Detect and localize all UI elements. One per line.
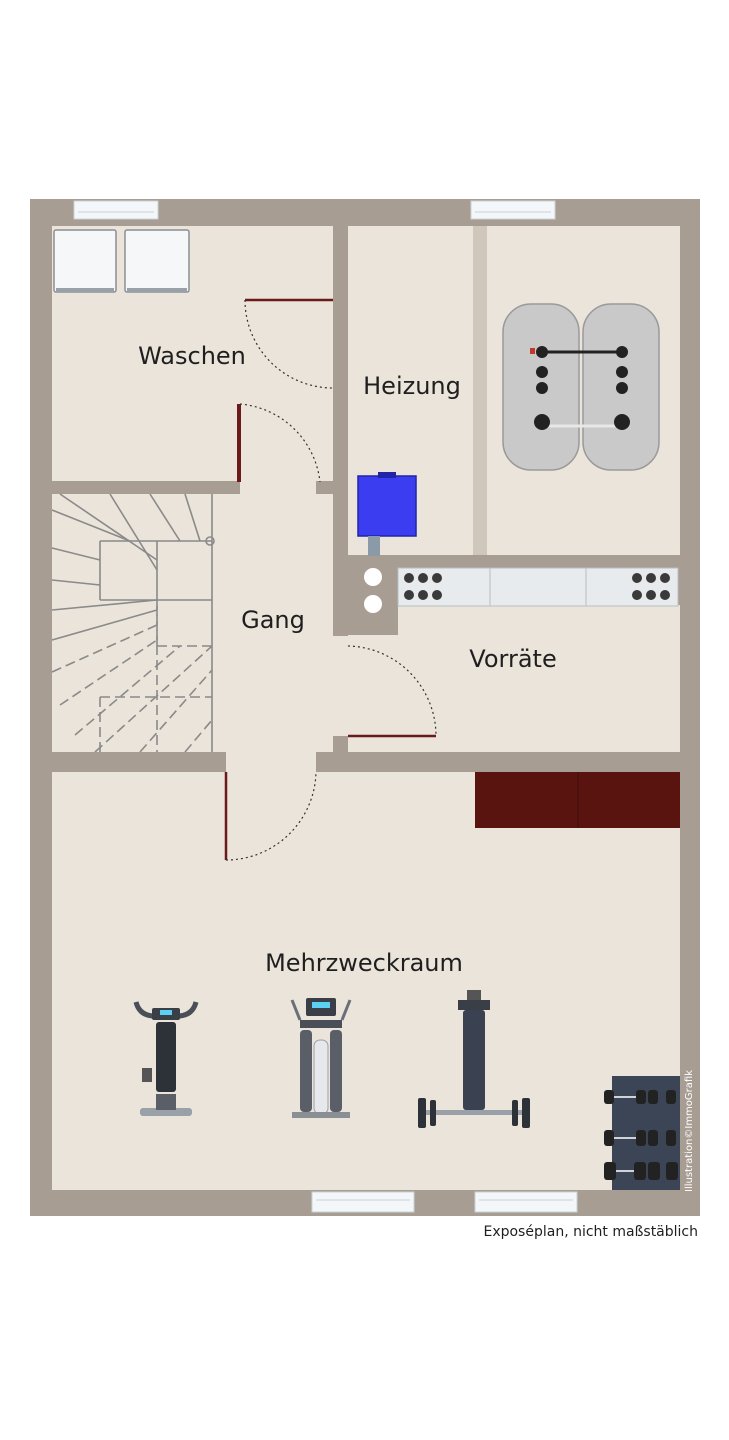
staircase-lower xyxy=(51,600,213,753)
wall-heizung-bottom xyxy=(348,555,680,570)
wall-heizung-gang xyxy=(333,392,348,636)
room-label-vorraete: Vorräte xyxy=(469,645,556,673)
window-bottom-right xyxy=(474,1191,578,1213)
floor-stairs xyxy=(52,494,212,752)
wooden-shelf xyxy=(475,772,680,828)
wall-gang-upper-left xyxy=(237,404,241,482)
window-top-right xyxy=(470,200,556,220)
boiler-icon xyxy=(357,472,417,556)
washing-machine-icon xyxy=(53,229,117,293)
door-mehrzweckraum xyxy=(224,771,317,861)
partition-wall xyxy=(473,226,487,556)
wall-stairs-top xyxy=(52,481,240,494)
wall-mehrzweck-top-right xyxy=(316,752,680,772)
floor-gang-upper xyxy=(240,400,333,490)
staircase xyxy=(51,493,215,752)
oil-tank-icon xyxy=(502,303,660,471)
room-label-mehrzweckraum: Mehrzweckraum xyxy=(265,949,463,977)
wall-vorraete-left xyxy=(333,736,348,752)
weight-bench-icon xyxy=(418,990,530,1128)
room-label-heizung: Heizung xyxy=(363,372,461,400)
room-label-waschen: Waschen xyxy=(138,342,246,370)
dryer-icon xyxy=(124,229,190,293)
dumbbell-rack-icon xyxy=(604,1076,680,1190)
door-gang-top xyxy=(239,403,321,483)
door-vorraete xyxy=(347,645,437,738)
door-waschen xyxy=(244,298,334,389)
window-top-left xyxy=(73,200,159,220)
plan-caption: Exposéplan, nicht maßstäblich xyxy=(483,1224,698,1240)
floor-gang xyxy=(212,481,333,771)
window-bottom-left xyxy=(311,1191,415,1213)
wall-mehrzweck-top-left xyxy=(52,752,226,772)
wall-waschen-heizung xyxy=(333,226,348,301)
room-label-gang: Gang xyxy=(241,606,305,634)
illustration-credit: Illustration©ImmoGrafik xyxy=(684,1070,695,1192)
wall-waschen-gang xyxy=(316,481,346,494)
exercise-bike-icon xyxy=(133,1001,199,1116)
elliptical-trainer-icon xyxy=(290,998,352,1118)
floor-mehrzweckraum xyxy=(52,772,680,1190)
floor-gang-lower xyxy=(226,752,316,777)
storage-shelf xyxy=(364,567,679,613)
